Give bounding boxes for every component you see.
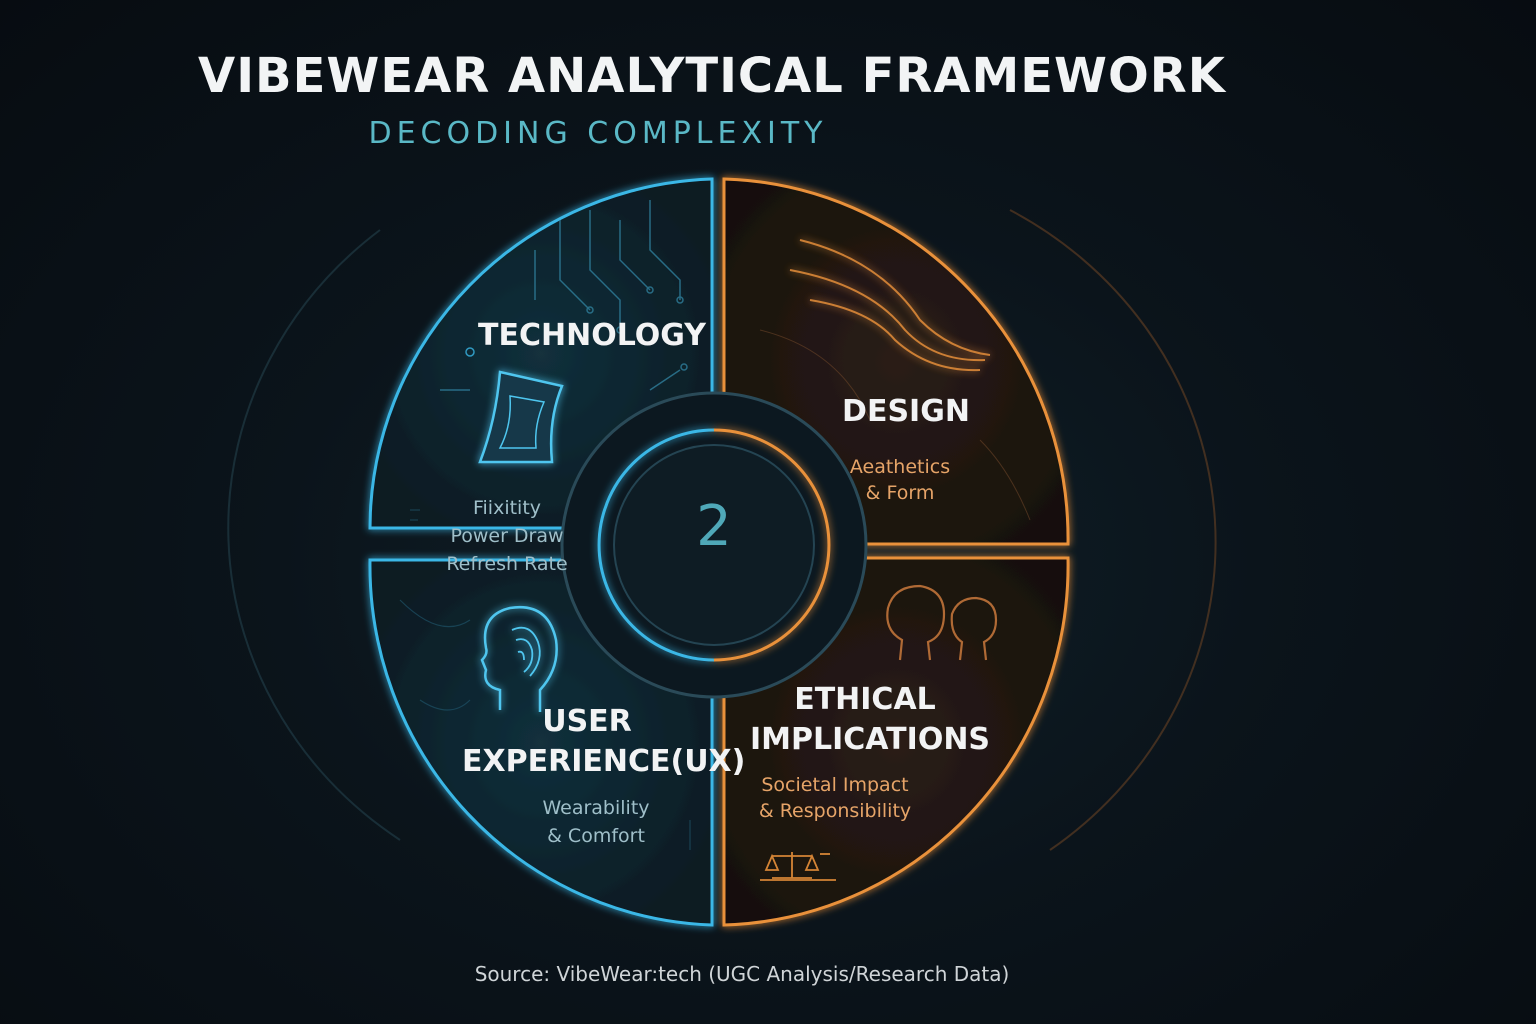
ethics-title: ETHICAL IMPLICATIONS — [750, 680, 991, 760]
ethics-title-line1: ETHICAL — [794, 682, 936, 717]
technology-items: Fiixitity Power Draw Refresh Rate — [432, 494, 582, 578]
technology-item: Refresh Rate — [446, 553, 568, 575]
diagram-title: VIBEWEAR ANALYTICAL FRAMEWORK — [198, 48, 1226, 104]
ux-title-line1: USER — [542, 704, 632, 739]
design-item: Aeathetics — [849, 456, 951, 478]
diagram-subtitle: DECODING COMPLEXITY — [368, 116, 828, 151]
technology-item: Fiixitity — [472, 497, 542, 519]
flexible-display-icon — [478, 370, 564, 464]
source-note: Source: VibeWear:tech (UGC Analysis/Rese… — [474, 962, 1010, 986]
people-icon — [886, 584, 998, 661]
technology-title: TECHNOLOGY — [478, 318, 706, 353]
design-items: Aeathetics & Form — [840, 454, 960, 506]
ux-item: Wearability — [542, 797, 650, 819]
ux-title: USER EXPERIENCE(UX) — [462, 702, 746, 782]
ux-title-line2: EXPERIENCE(UX) — [462, 744, 746, 779]
flowing-lines-icon — [789, 239, 991, 372]
ethics-item: Societal Impact — [761, 774, 909, 796]
circuit-icon — [440, 200, 688, 391]
ethics-item: & Responsibility — [758, 800, 912, 822]
center-core — [613, 444, 815, 646]
center-value: 2 — [696, 494, 732, 559]
center-ring-blue — [597, 428, 715, 662]
outer-ring-left — [227, 229, 401, 841]
technology-item: Power Draw — [450, 525, 564, 547]
scales-icon — [760, 852, 836, 881]
design-item: & Form — [865, 482, 935, 504]
fingerprint-head-icon — [480, 605, 558, 712]
ux-item: & Comfort — [547, 825, 645, 847]
center-ring-orange — [713, 428, 831, 662]
ux-items: Wearability & Comfort — [516, 794, 676, 850]
outer-ring-right — [1009, 209, 1217, 851]
ethics-items: Societal Impact & Responsibility — [750, 772, 920, 824]
ethics-title-line2: IMPLICATIONS — [750, 722, 991, 757]
design-title: DESIGN — [842, 394, 970, 429]
